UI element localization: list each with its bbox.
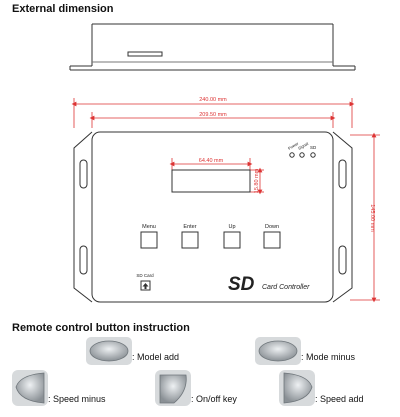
- mode-minus-label: : Mode minus: [301, 352, 356, 362]
- side-view: [69, 23, 356, 71]
- height-label: 145.00 mm: [369, 204, 375, 232]
- speed-add-button-icon: [279, 370, 315, 406]
- external-dimension-title: External dimension: [12, 3, 114, 15]
- mode-minus-button-icon: [255, 337, 301, 365]
- body-width-label: 209.50 mm: [199, 112, 227, 118]
- indicator-signal-label: Signal: [297, 141, 309, 151]
- brand-sd: SD: [228, 274, 255, 295]
- speed-minus-button-icon: [12, 370, 48, 406]
- lcd-window: [171, 169, 251, 193]
- down-button-shape: [263, 231, 281, 249]
- menu-button-shape: [140, 231, 158, 249]
- model-add-button-icon: [86, 337, 132, 365]
- sd-card-label: SD Card: [136, 273, 154, 278]
- down-label: Down: [265, 224, 279, 230]
- remote-section-title: Remote control button instruction: [12, 322, 190, 334]
- indicator-power-label: Power: [287, 141, 300, 151]
- overall-width-label: 240.00 mm: [199, 97, 227, 103]
- remote-button-icons: [12, 337, 315, 406]
- menu-label: Menu: [142, 224, 156, 230]
- speed-add-label: : Speed add: [315, 394, 364, 404]
- dimension-drawing: 240.00 mm 209.50 mm 145.00 mm 64.40 mm 1…: [69, 23, 380, 303]
- enter-button-shape: [181, 231, 199, 249]
- model-add-label: : Model add: [132, 352, 180, 362]
- lcd-height-label: 15.80 mm: [254, 168, 260, 193]
- front-view-labels: Power Signal SD Menu Enter Up Down SD Ca…: [136, 141, 317, 295]
- up-button-shape: [223, 231, 241, 249]
- dimension-labels: 240.00 mm 209.50 mm 145.00 mm 64.40 mm 1…: [199, 97, 375, 232]
- brand-card-controller: Card Controller: [262, 284, 310, 291]
- enter-label: Enter: [183, 224, 196, 230]
- width-dimension-lines: [71, 98, 380, 303]
- up-label: Up: [228, 224, 235, 230]
- speed-minus-label: : Speed minus: [48, 394, 106, 404]
- indicator-sd-label: SD: [310, 145, 317, 150]
- on-off-key-button-icon: [155, 370, 191, 406]
- lcd-width-label: 64.40 mm: [199, 158, 224, 164]
- on-off-key-label: : On/off key: [191, 394, 237, 404]
- front-view: [73, 131, 353, 303]
